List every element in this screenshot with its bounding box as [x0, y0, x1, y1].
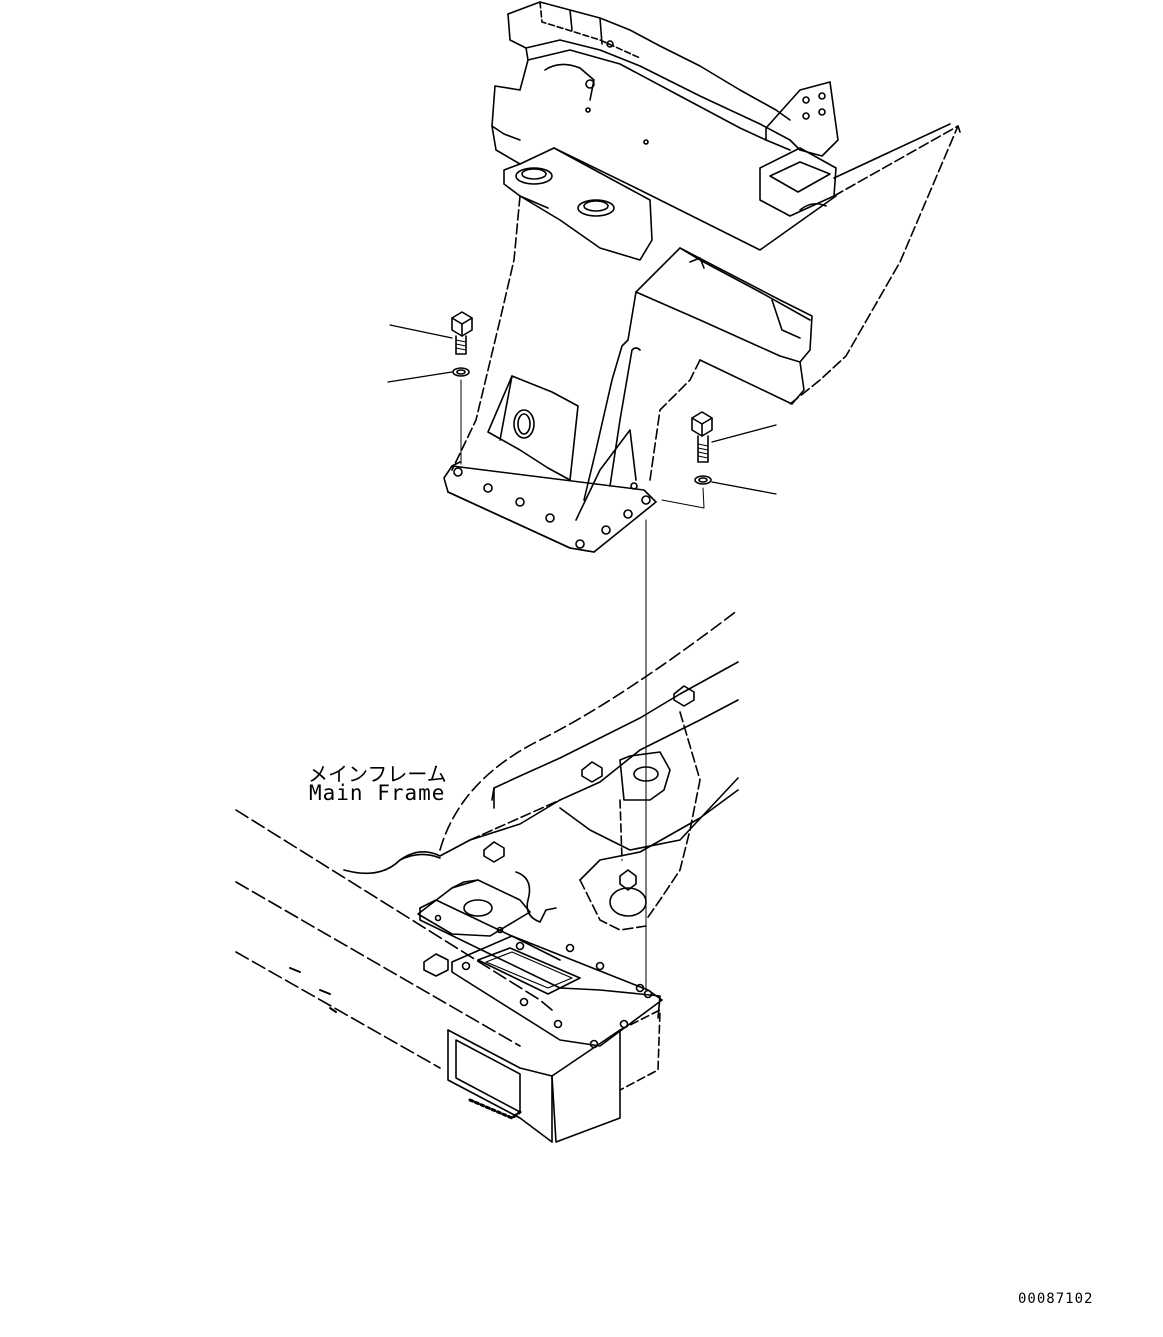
- leader-bolt-right: [712, 425, 776, 442]
- fasteners: [452, 312, 712, 508]
- leader-washer-right: [712, 482, 776, 494]
- drawing-number: 00087102: [1018, 1291, 1094, 1307]
- leader-washer-left: [388, 372, 452, 382]
- part-label-english: Main Frame: [309, 781, 446, 805]
- part-label-japanese: メインフレーム: [308, 762, 447, 786]
- main-frame: [236, 610, 738, 1142]
- leader-lines: [388, 325, 776, 494]
- upper-bracket: [444, 2, 960, 552]
- leader-bolt-left: [390, 325, 452, 338]
